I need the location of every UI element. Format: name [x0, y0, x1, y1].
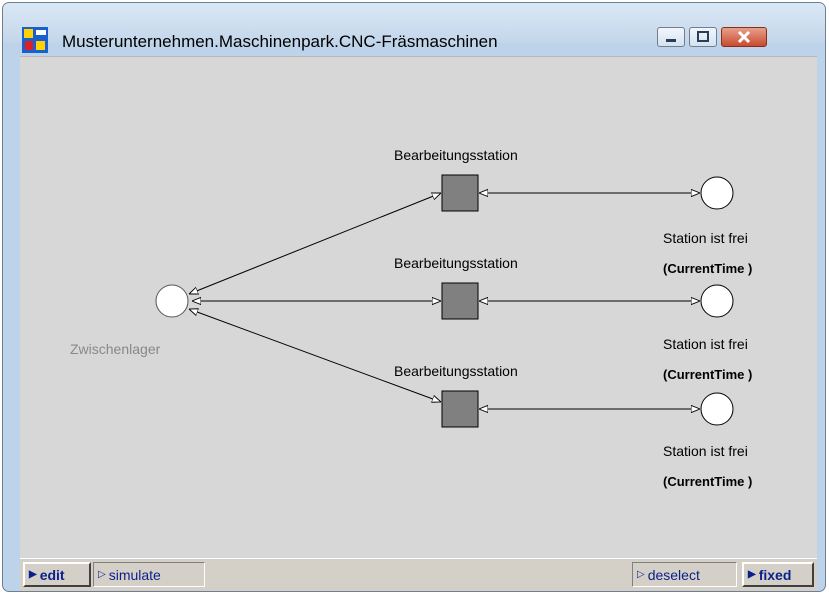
transition-label-1: Bearbeitungsstation	[394, 147, 518, 163]
triangle-right-outline-icon: ▷	[637, 569, 645, 580]
place-label-1: Station ist frei	[663, 230, 748, 246]
triangle-right-outline-icon: ▷	[98, 569, 106, 580]
place-station-2-free[interactable]	[700, 284, 734, 318]
window-title: Musterunternehmen.Maschinenpark.CNC-Fräs…	[62, 32, 498, 51]
storage-place[interactable]	[155, 284, 189, 318]
deselect-button-label: deselect	[647, 566, 700, 583]
fixed-button-label: fixed	[758, 566, 792, 583]
deselect-button[interactable]: ▷ deselect	[632, 562, 737, 587]
storage-label: Zwischenlager	[70, 341, 161, 357]
arc-station-3-to-storage[interactable]	[189, 309, 441, 402]
transition-station-2[interactable]	[441, 282, 479, 320]
mode-toolbar: ▶ edit ▷ simulate ▷ deselect ▶ fixed	[20, 558, 817, 591]
minimize-button[interactable]	[657, 27, 685, 47]
place-label-2: Station ist frei	[663, 336, 748, 352]
edit-button[interactable]: ▶ edit	[23, 562, 91, 587]
transition-station-1[interactable]	[441, 174, 479, 212]
place-sublabel-2: (CurrentTime )	[663, 367, 753, 382]
transition-label-2: Bearbeitungsstation	[394, 255, 518, 271]
fixed-button[interactable]: ▶ fixed	[742, 562, 814, 587]
simulate-button-label: simulate	[108, 566, 161, 583]
maximize-button[interactable]	[689, 27, 717, 47]
close-icon	[737, 30, 751, 44]
triangle-right-icon: ▶	[748, 569, 756, 580]
close-button[interactable]	[721, 27, 767, 47]
transition-label-3: Bearbeitungsstation	[394, 363, 518, 379]
place-sublabel-3: (CurrentTime )	[663, 474, 753, 489]
net-canvas[interactable]: Zwischenlager Bearbeitungsstation Bearbe…	[20, 56, 817, 559]
arc-station-1-to-storage[interactable]	[189, 192, 441, 295]
transition-station-3[interactable]	[441, 390, 479, 428]
place-sublabel-1: (CurrentTime )	[663, 261, 753, 276]
simulate-button[interactable]: ▷ simulate	[93, 562, 205, 587]
minimize-icon	[666, 39, 676, 42]
triangle-right-icon: ▶	[29, 569, 37, 580]
place-station-3-free[interactable]	[700, 392, 734, 426]
place-label-3: Station ist frei	[663, 443, 748, 459]
maximize-icon	[697, 31, 709, 42]
edit-button-label: edit	[39, 566, 65, 583]
petri-net-diagram	[155, 174, 734, 428]
place-station-1-free[interactable]	[700, 176, 734, 210]
app-icon	[22, 27, 48, 53]
title-bar[interactable]	[3, 3, 825, 43]
